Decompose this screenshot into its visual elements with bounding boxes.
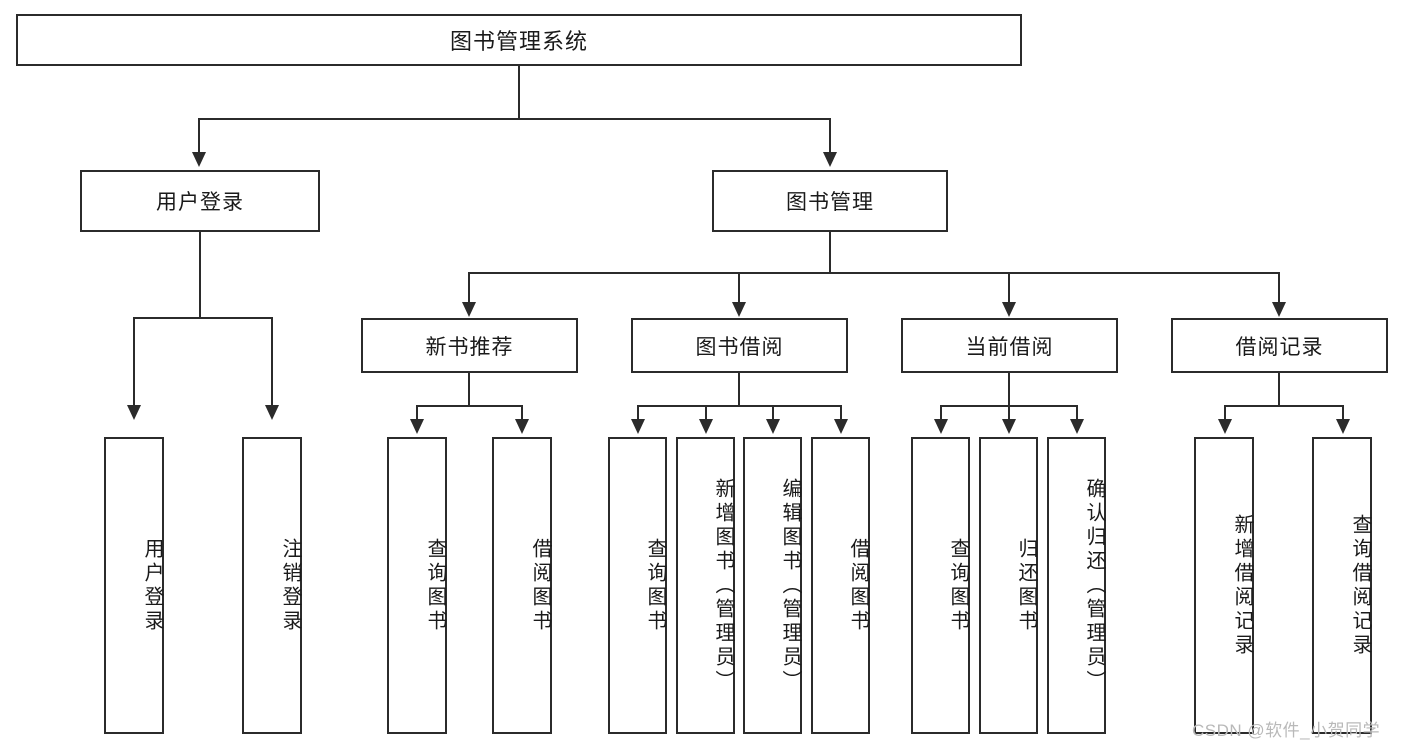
arrow-to-leaf-confirm-return [1070, 419, 1084, 434]
edge-drop-book-borrow [738, 272, 740, 302]
node-label: 用户登录 [156, 191, 244, 214]
arrow-to-leaf-query-record [1336, 419, 1350, 434]
edge-borrow-record-stem [1278, 373, 1280, 405]
node-new-book-recommend[interactable]: 新书推荐 [361, 318, 578, 373]
node-label: 借阅图书 [847, 537, 869, 634]
edge-root-bus [198, 118, 830, 120]
edge-borrow-record-bus [1224, 405, 1344, 407]
arrow-to-book-management [823, 152, 837, 167]
edge-root-to-user-login [198, 118, 200, 152]
arrow-to-leaf-query-book-2 [631, 419, 645, 434]
edge-root-stem [518, 66, 520, 118]
edge-book-borrow-drop-3 [772, 405, 774, 419]
edge-borrow-record-drop-1 [1224, 405, 1226, 419]
arrow-to-leaf-query-book-3 [934, 419, 948, 434]
node-label: 查询图书 [644, 537, 666, 634]
node-user-login[interactable]: 用户登录 [80, 170, 320, 232]
edge-user-login-drop-1 [133, 317, 135, 405]
edge-user-login-stem [199, 232, 201, 317]
edge-book-borrow-stem [738, 373, 740, 405]
leaf-add-borrow-record[interactable]: 新增借阅记录 [1194, 437, 1254, 734]
node-label: 查询图书 [424, 537, 446, 634]
node-book-borrow[interactable]: 图书借阅 [631, 318, 848, 373]
node-label: 归还图书 [1015, 537, 1037, 634]
edge-book-borrow-drop-2 [705, 405, 707, 419]
node-label: 新增图书（管理员） [712, 477, 734, 694]
node-label: 新书推荐 [425, 335, 514, 359]
leaf-borrow-book[interactable]: 借阅图书 [811, 437, 870, 734]
node-label: 当前借阅 [965, 335, 1054, 359]
edge-new-book-drop-2 [521, 405, 523, 419]
edge-current-borrow-drop-2 [1008, 405, 1010, 419]
edge-book-borrow-drop-1 [637, 405, 639, 419]
edge-user-login-bus [133, 317, 272, 319]
csdn-watermark: CSDN @软件_小贺同学 [1192, 721, 1381, 740]
edge-current-borrow-stem [1008, 373, 1010, 405]
arrow-to-book-borrow [732, 302, 746, 317]
edge-book-management-bus [468, 272, 1280, 274]
edge-new-book-bus [416, 405, 522, 407]
edge-current-borrow-drop-3 [1076, 405, 1078, 419]
leaf-query-book-borrow[interactable]: 查询图书 [608, 437, 667, 734]
arrow-to-leaf-add-book [699, 419, 713, 434]
arrow-to-leaf-query-book-1 [410, 419, 424, 434]
leaf-logout[interactable]: 注销登录 [242, 437, 302, 734]
edge-drop-new-book [468, 272, 470, 302]
node-label: 用户登录 [141, 537, 163, 634]
node-current-borrow[interactable]: 当前借阅 [901, 318, 1118, 373]
leaf-query-book-current[interactable]: 查询图书 [911, 437, 970, 734]
node-label: 图书管理系统 [449, 29, 588, 54]
leaf-user-login[interactable]: 用户登录 [104, 437, 164, 734]
node-root-book-management-system[interactable]: 图书管理系统 [16, 14, 1022, 66]
node-label: 查询借阅记录 [1349, 513, 1371, 658]
node-label: 图书借阅 [695, 335, 784, 359]
arrow-to-current-borrow [1002, 302, 1016, 317]
node-borrow-record[interactable]: 借阅记录 [1171, 318, 1388, 373]
arrow-to-new-book-recommend [462, 302, 476, 317]
node-label: 借阅图书 [529, 537, 551, 634]
leaf-confirm-return-admin[interactable]: 确认归还（管理员） [1047, 437, 1106, 734]
arrow-to-borrow-record [1272, 302, 1286, 317]
edge-user-login-drop-2 [271, 317, 273, 405]
node-book-management[interactable]: 图书管理 [712, 170, 948, 232]
edge-book-management-stem [829, 232, 831, 272]
edge-drop-current-borrow [1008, 272, 1010, 302]
node-label: 注销登录 [279, 537, 301, 634]
arrow-to-leaf-borrow-book-1 [515, 419, 529, 434]
leaf-borrow-book-recommend[interactable]: 借阅图书 [492, 437, 552, 734]
arrow-to-leaf-return-book [1002, 419, 1016, 434]
node-label: 新增借阅记录 [1231, 513, 1253, 658]
arrow-to-leaf-user-login [127, 405, 141, 420]
node-label: 借阅记录 [1235, 335, 1324, 359]
edge-drop-borrow-record [1278, 272, 1280, 302]
edge-root-to-book-management [829, 118, 831, 152]
leaf-add-book-admin[interactable]: 新增图书（管理员） [676, 437, 735, 734]
arrow-to-leaf-edit-book [766, 419, 780, 434]
edge-book-borrow-drop-4 [840, 405, 842, 419]
arrow-to-leaf-add-record [1218, 419, 1232, 434]
arrow-to-leaf-borrow-book-2 [834, 419, 848, 434]
node-label: 图书管理 [786, 191, 874, 214]
edge-book-borrow-bus [637, 405, 841, 407]
edge-current-borrow-drop-1 [940, 405, 942, 419]
node-label: 确认归还（管理员） [1083, 477, 1105, 694]
leaf-edit-book-admin[interactable]: 编辑图书（管理员） [743, 437, 802, 734]
leaf-query-book-recommend[interactable]: 查询图书 [387, 437, 447, 734]
edge-new-book-drop-1 [416, 405, 418, 419]
leaf-query-borrow-record[interactable]: 查询借阅记录 [1312, 437, 1372, 734]
leaf-return-book[interactable]: 归还图书 [979, 437, 1038, 734]
edge-borrow-record-drop-2 [1342, 405, 1344, 419]
edge-new-book-stem [468, 373, 470, 405]
node-label: 编辑图书（管理员） [779, 477, 801, 694]
arrow-to-user-login [192, 152, 206, 167]
node-label: 查询图书 [947, 537, 969, 634]
arrow-to-leaf-logout [265, 405, 279, 420]
